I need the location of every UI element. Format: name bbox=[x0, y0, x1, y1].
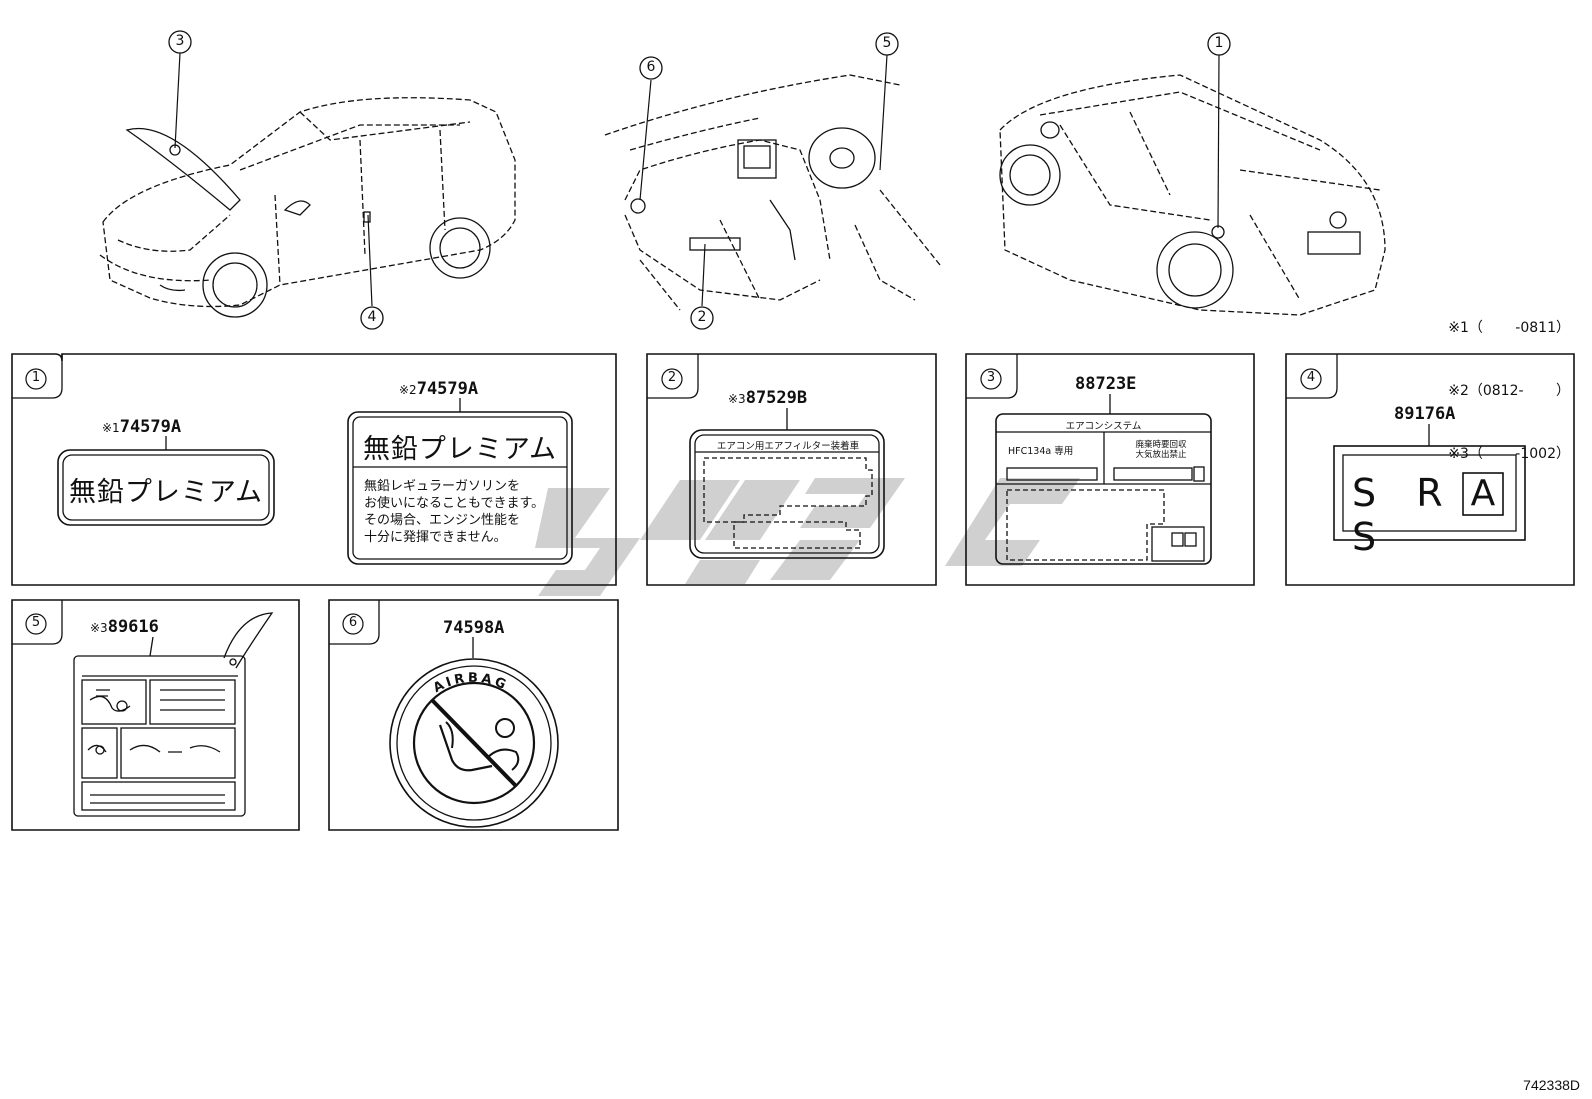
callout-1-rear: 1 bbox=[1214, 35, 1224, 51]
panel-2-part-number: ※387529B bbox=[728, 388, 868, 408]
note-2: ※2（0812- ） bbox=[1448, 383, 1570, 399]
body-line: その場合、エンジン性能を bbox=[364, 513, 521, 528]
warning-line: 大気放出禁止 bbox=[1135, 450, 1187, 460]
panel-1-right-body: 無鉛レギュラーガソリンを お使いになることもできます。 その場合、エンジン性能を… bbox=[364, 478, 564, 546]
part-number: 74579A bbox=[119, 417, 182, 437]
panel-5-number: 5 bbox=[31, 615, 41, 630]
front-car-illustration bbox=[99, 97, 516, 308]
panel-1-right-title: 無鉛プレミアム bbox=[362, 434, 558, 465]
panel-4-srs-text: S R S bbox=[1352, 471, 1457, 559]
panel-6-number: 6 bbox=[348, 615, 358, 630]
panel-2-number: 2 bbox=[667, 370, 677, 385]
part-number: 87529B bbox=[745, 388, 808, 408]
panel-4-number: 4 bbox=[1306, 370, 1316, 385]
note-3: ※3（ -1002） bbox=[1448, 446, 1570, 462]
panel-1-left-label: 無鉛プレミアム bbox=[68, 477, 264, 508]
note-mark: ※2 bbox=[399, 383, 417, 397]
interior-illustration bbox=[604, 74, 941, 311]
panel-1-number: 1 bbox=[31, 370, 41, 385]
body-line: 無鉛レギュラーガソリンを bbox=[364, 479, 521, 494]
body-line: お使いになることもできます。 bbox=[364, 496, 545, 511]
panel-2-label-title: エアコン用エアフィルター装着車 bbox=[716, 441, 860, 452]
panel-4-boxed-letter: A bbox=[1470, 473, 1496, 514]
panel-6-part-number: 74598A bbox=[443, 618, 505, 638]
note-mark: ※3 bbox=[90, 621, 108, 635]
warning-line: 廃棄時要回収 bbox=[1135, 440, 1187, 450]
panel-5-part-number: ※389616 bbox=[90, 617, 230, 637]
diagram-code: 742338D bbox=[1523, 1077, 1580, 1093]
panel-3-part-number: 88723E bbox=[1075, 374, 1137, 394]
applicability-notes: ※1（ -0811） ※2（0812- ） ※3（ -1002） bbox=[1448, 276, 1570, 486]
note-mark: ※3 bbox=[728, 392, 746, 406]
panel-1-left-part-number: ※174579A bbox=[102, 417, 242, 437]
part-number: 74579A bbox=[416, 379, 479, 399]
panel-frames bbox=[11, 353, 1575, 831]
rear-car-illustration bbox=[999, 74, 1386, 316]
body-line: 十分に発揮できません。 bbox=[364, 530, 507, 545]
callout-6-interior: 6 bbox=[646, 59, 656, 75]
panel-3-warning: 廃棄時要回収 大気放出禁止 bbox=[1116, 440, 1206, 460]
callout-2-interior: 2 bbox=[697, 309, 707, 325]
panel-3-refrigerant: HFC134a 専用 bbox=[1008, 446, 1074, 457]
panel-3-number: 3 bbox=[986, 370, 996, 385]
note-mark: ※1 bbox=[102, 421, 120, 435]
part-number: 89616 bbox=[107, 617, 159, 637]
panel-4-part-number: 89176A bbox=[1394, 404, 1456, 424]
callout-5-interior: 5 bbox=[882, 35, 892, 51]
note-1: ※1（ -0811） bbox=[1448, 320, 1570, 336]
callout-3-front: 3 bbox=[175, 33, 185, 49]
panel-1-right-part-number: ※274579A bbox=[399, 379, 539, 399]
callout-4-front: 4 bbox=[367, 309, 377, 325]
panel-3-label-header: エアコンシステム bbox=[1065, 421, 1142, 432]
